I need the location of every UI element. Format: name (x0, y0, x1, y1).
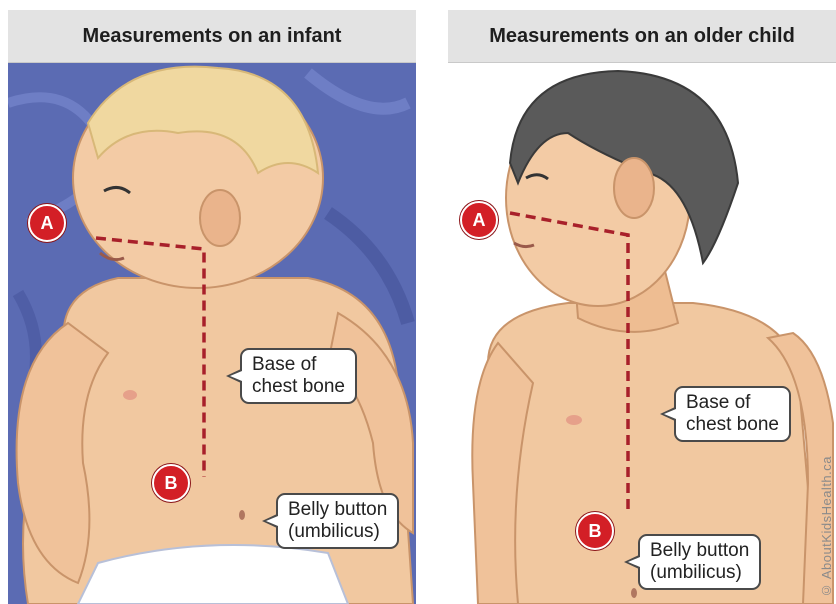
marker-a: A (28, 204, 66, 242)
belly-button-callout: Belly button (umbilicus) (638, 534, 761, 590)
callout-line: (umbilicus) (650, 562, 749, 584)
marker-b: B (576, 512, 614, 550)
callout-line: Belly button (288, 499, 387, 521)
callout-line: Base of (686, 392, 779, 414)
callout-line: (umbilicus) (288, 521, 387, 543)
infant-panel: Measurements on an infant (8, 10, 416, 604)
child-nipple (566, 415, 582, 425)
belly-button-callout: Belly button (umbilicus) (276, 493, 399, 549)
child-panel: Measurements on an older child A B (448, 10, 836, 604)
infant-navel (239, 510, 245, 520)
chest-bone-callout: Base of chest bone (674, 386, 791, 442)
child-figure (448, 63, 836, 604)
child-panel-title: Measurements on an older child (448, 10, 836, 63)
marker-a: A (460, 201, 498, 239)
callout-line: Base of (252, 354, 345, 376)
callout-line: Belly button (650, 540, 749, 562)
infant-nipple (123, 390, 137, 400)
child-ear (614, 158, 654, 218)
infant-panel-title: Measurements on an infant (8, 10, 416, 63)
chest-bone-callout: Base of chest bone (240, 348, 357, 404)
infant-illustration: A B Base of chest bone Belly button (umb… (8, 63, 416, 604)
infant-ear (200, 190, 240, 246)
callout-line: chest bone (252, 376, 345, 398)
marker-b: B (152, 464, 190, 502)
copyright-credit: © AboutKidsHealth.ca (819, 456, 834, 598)
child-navel (631, 588, 637, 598)
child-illustration: A B Base of chest bone Belly button (umb… (448, 63, 836, 604)
callout-line: chest bone (686, 414, 779, 436)
